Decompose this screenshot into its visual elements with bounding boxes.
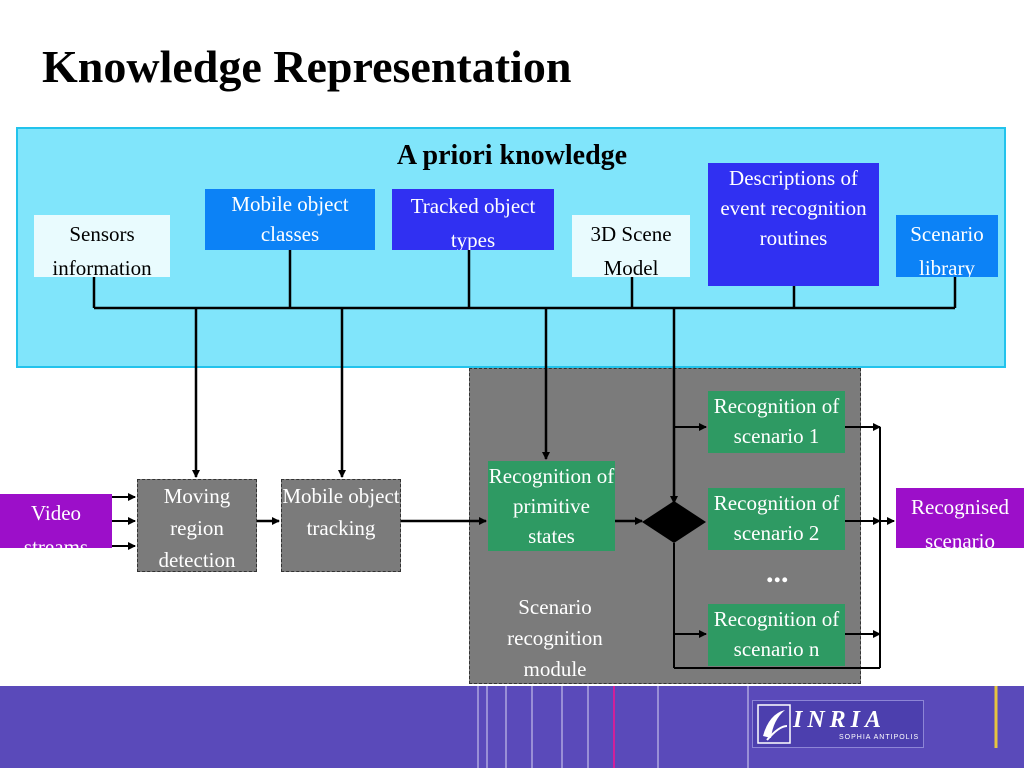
mobile-object-classes-box: Mobile object classes bbox=[205, 189, 375, 250]
primitive-states-box: Recognition of primitive states bbox=[488, 461, 615, 551]
scenario-n-box: Recognition of scenario n bbox=[708, 604, 845, 666]
logo-text: INRIA bbox=[793, 707, 887, 733]
ellipsis: ... bbox=[766, 556, 789, 589]
inria-logo: INRIA SOPHIA ANTIPOLIS bbox=[752, 700, 924, 748]
footer-lines bbox=[477, 686, 998, 768]
logo-emblem-icon bbox=[757, 704, 791, 744]
module-label: Scenario recognition module bbox=[507, 595, 603, 681]
apriori-heading: A priori knowledge bbox=[396, 140, 628, 171]
sensors-information-box: Sensors information bbox=[34, 215, 170, 277]
scenario-1-box: Recognition of scenario 1 bbox=[708, 391, 845, 453]
mobile-object-tracking-box: Mobile object tracking bbox=[281, 479, 401, 572]
video-input-arrows bbox=[112, 493, 136, 550]
tracked-object-types-box: Tracked object types bbox=[392, 189, 554, 250]
page-title: Knowledge Representation bbox=[42, 41, 572, 92]
logo-subtext: SOPHIA ANTIPOLIS bbox=[839, 734, 920, 741]
video-streams-box: Video streams bbox=[0, 494, 112, 548]
scenario-library-box: Scenario library bbox=[896, 215, 998, 277]
moving-region-detection-box: Moving region detection bbox=[137, 479, 257, 572]
recognised-scenario-box: Recognised scenario bbox=[896, 488, 1024, 548]
scene-model-box: 3D Scene Model bbox=[572, 215, 690, 277]
scenario-2-box: Recognition of scenario 2 bbox=[708, 488, 845, 550]
event-descriptions-box: Descriptions of event recognition routin… bbox=[708, 163, 879, 286]
